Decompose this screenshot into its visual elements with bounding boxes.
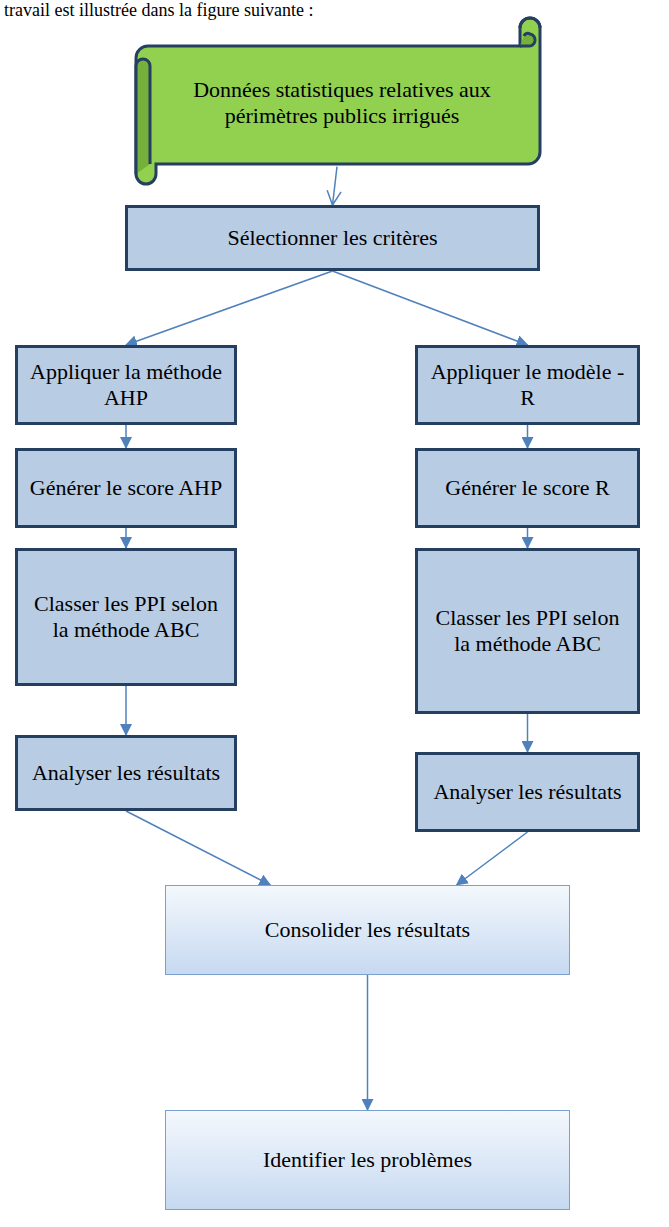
process-box: Appliquer la méthode AHP — [15, 345, 237, 425]
process-box: Générer le score AHP — [15, 448, 237, 528]
flow-arrow — [333, 271, 528, 345]
process-box: Classer les PPI selon la méthode ABC — [415, 548, 640, 714]
node-text: Analyser les résultats — [433, 779, 621, 805]
flow-arrow — [457, 832, 528, 885]
node-text: Identifier les problèmes — [263, 1147, 472, 1173]
flow-arrow — [125, 528, 127, 548]
process-box: Analyser les résultats — [15, 735, 237, 811]
node-text: Analyser les résultats — [32, 760, 220, 786]
flow-arrow — [125, 425, 127, 448]
process-box: Sélectionner les critères — [125, 205, 540, 271]
node-text: Appliquer le modèle - R — [426, 359, 629, 411]
node-text: Générer le score AHP — [30, 475, 222, 501]
result-box: Consolider les résultats — [165, 885, 570, 975]
flow-arrow — [333, 167, 338, 205]
process-box: Générer le score R — [415, 448, 640, 528]
flow-arrow — [126, 811, 270, 885]
flow-arrow — [527, 714, 529, 752]
intro-text: travail est illustrée dans la figure sui… — [4, 0, 313, 21]
node-text: Classer les PPI selon la méthode ABC — [426, 605, 629, 657]
flow-arrow — [367, 975, 369, 1110]
node-text: Générer le score R — [445, 475, 609, 501]
process-box: Classer les PPI selon la méthode ABC — [15, 548, 237, 686]
node-text: Données statistiques relatives aux périm… — [172, 77, 512, 129]
node-text: Consolider les résultats — [265, 917, 470, 943]
node-text: Classer les PPI selon la méthode ABC — [26, 591, 226, 643]
flow-arrow — [125, 686, 127, 735]
process-box: Appliquer le modèle - R — [415, 345, 640, 425]
flow-arrow — [527, 425, 529, 448]
process-box: Analyser les résultats — [415, 752, 640, 832]
result-box: Identifier les problèmes — [165, 1110, 570, 1210]
node-text: Sélectionner les critères — [227, 225, 437, 251]
node-text: Appliquer la méthode AHP — [26, 359, 226, 411]
data-scroll: Données statistiques relatives aux périm… — [128, 24, 546, 186]
flow-arrow — [126, 271, 333, 345]
flow-arrow — [527, 528, 529, 548]
